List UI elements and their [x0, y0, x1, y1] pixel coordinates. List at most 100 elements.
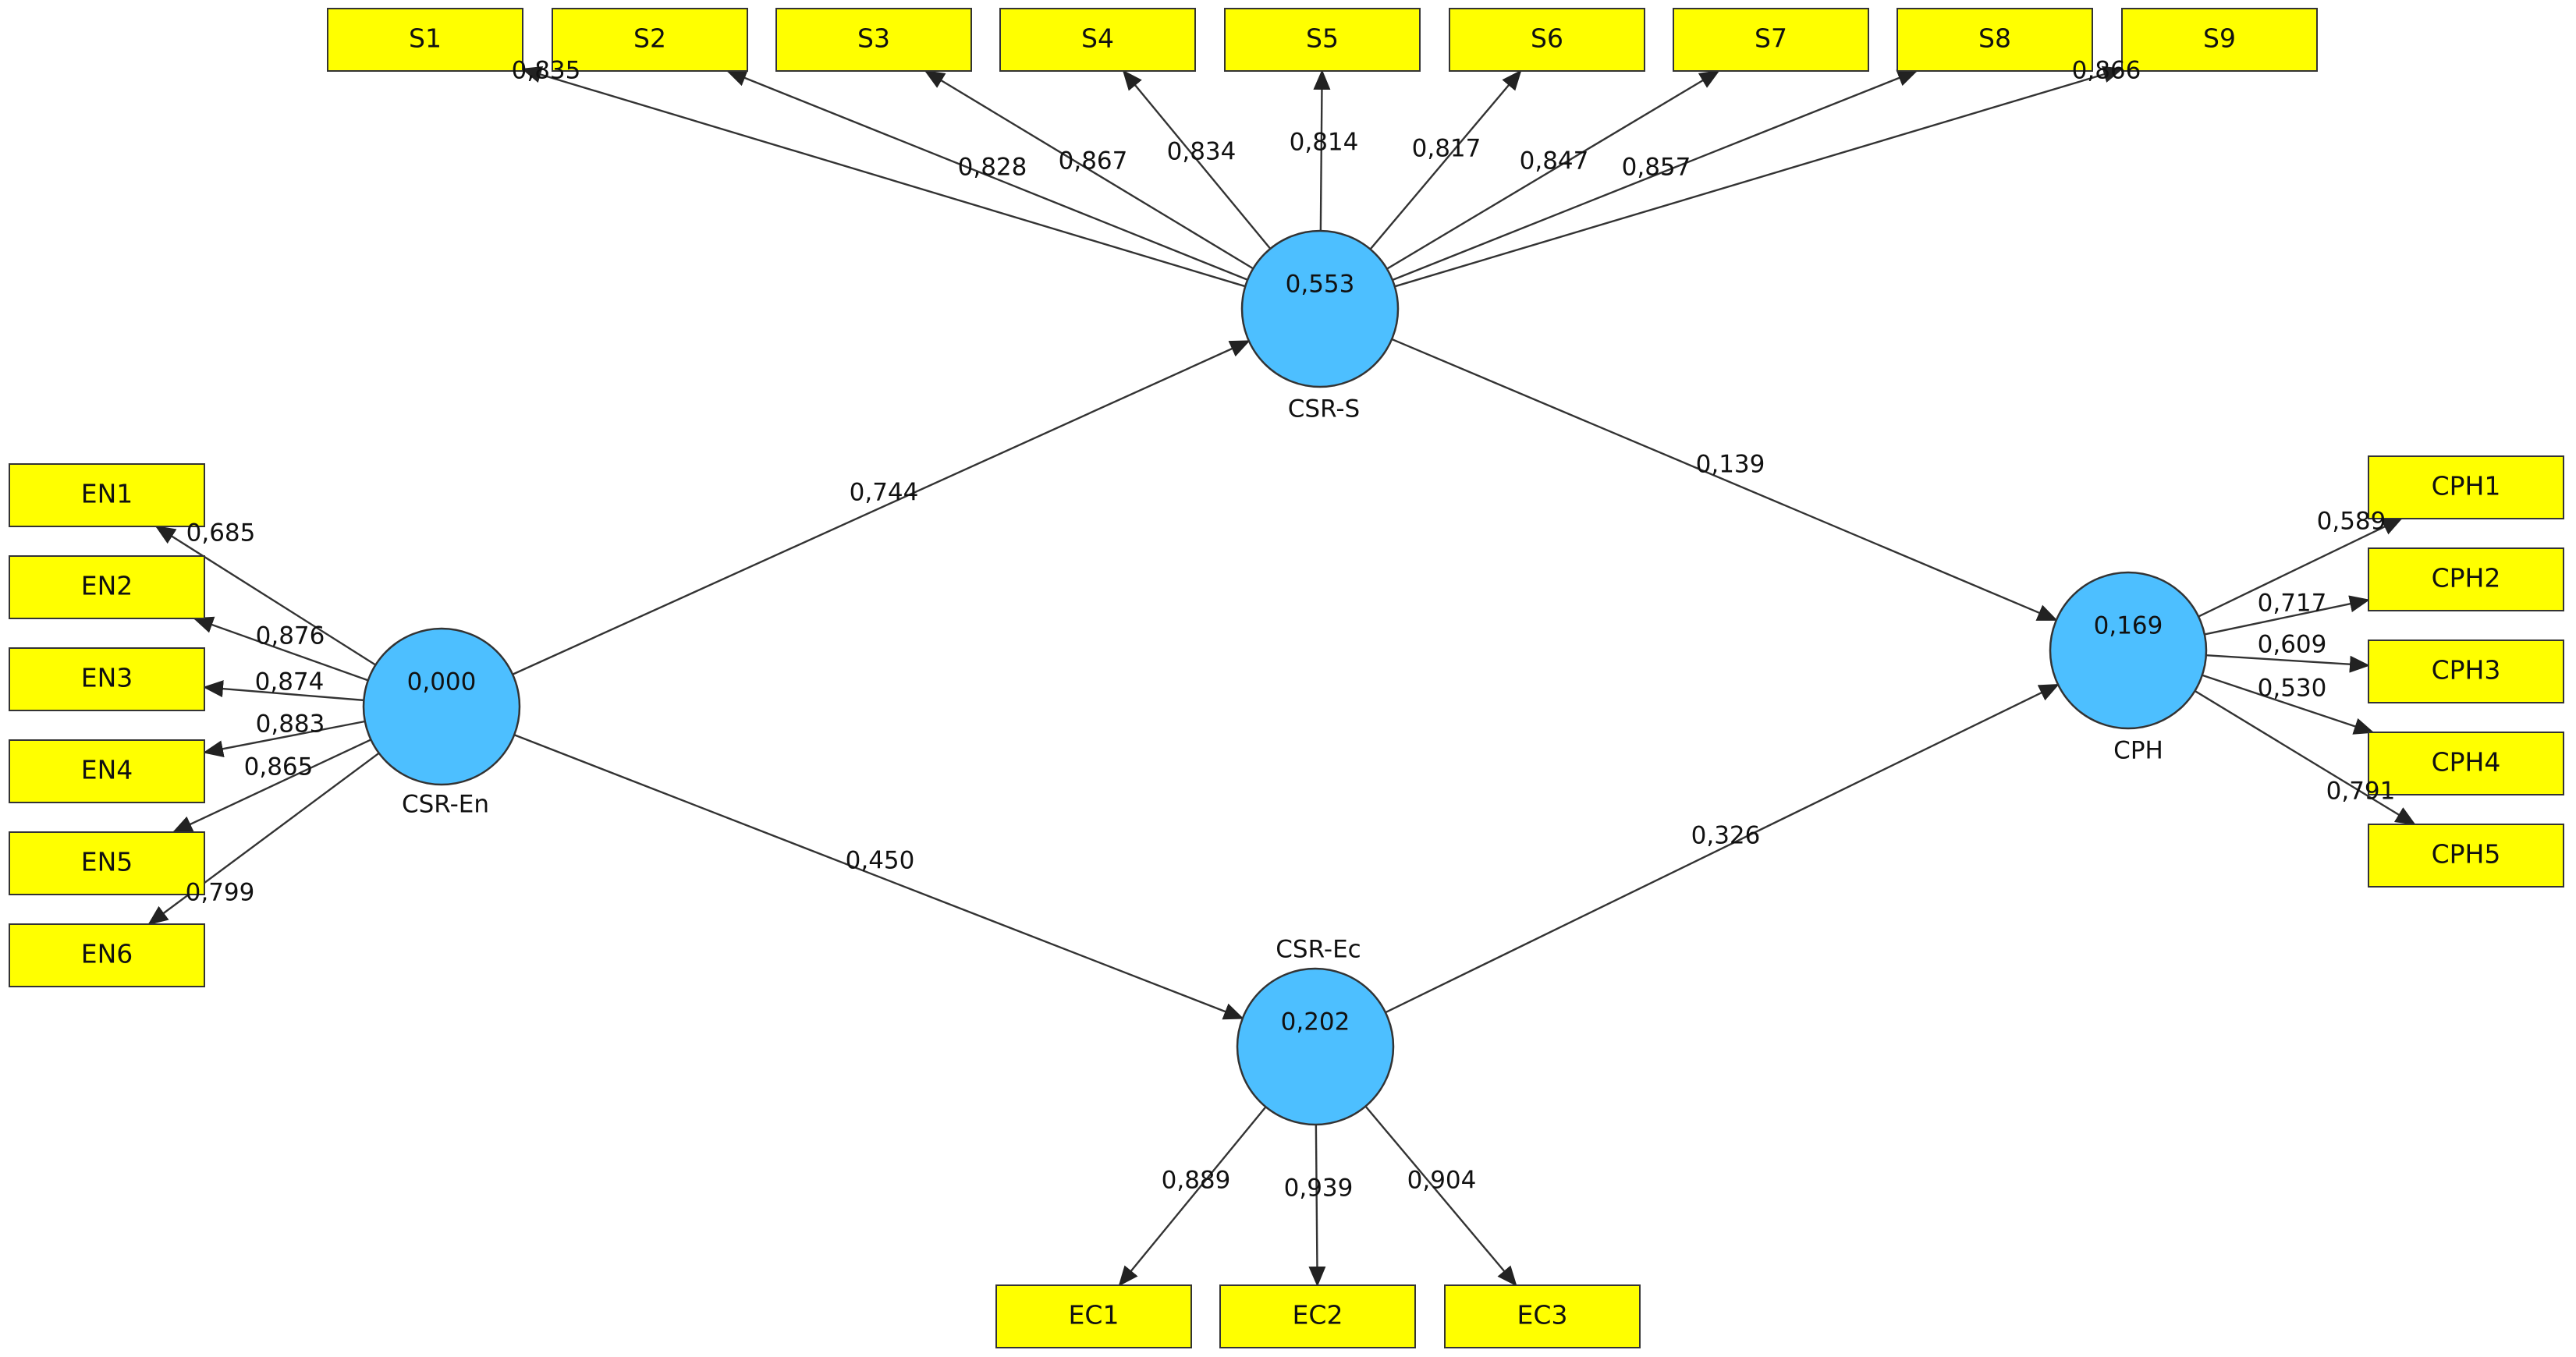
loading-arrow-csr-s-s6 — [1369, 69, 1522, 250]
loading-arrow-csr-en-en1 — [154, 525, 377, 666]
indicator-s2[interactable]: S2 — [552, 8, 748, 72]
indicator-cph3[interactable]: CPH3 — [2368, 640, 2564, 703]
indicator-label: EN2 — [81, 571, 133, 601]
indicator-box — [327, 8, 523, 72]
path-coefficient-csr-ec-cph: 0,326 — [1691, 822, 1761, 850]
indicator-box — [9, 923, 205, 987]
path-arrow-csr-s-cph — [1391, 338, 2058, 622]
indicator-box — [999, 8, 1196, 72]
indicator-cph1[interactable]: CPH1 — [2368, 455, 2564, 519]
loading-label-cph5: 0,791 — [2326, 778, 2396, 806]
indicator-label: EC1 — [1069, 1300, 1119, 1330]
indicator-en5[interactable]: EN5 — [9, 831, 205, 895]
indicator-ec1[interactable]: EC1 — [995, 1284, 1192, 1348]
loading-arrow-csr-s-s9 — [1394, 66, 2124, 288]
construct-name: CSR-Ec — [1276, 936, 1361, 964]
indicator-box — [1224, 8, 1421, 72]
loading-label-en2: 0,876 — [256, 622, 325, 650]
indicator-s1[interactable]: S1 — [327, 8, 523, 72]
indicator-label: S1 — [409, 23, 442, 54]
loading-arrow-csr-s-s8 — [1392, 69, 1918, 282]
indicator-label: S5 — [1306, 23, 1339, 54]
indicator-box — [9, 555, 205, 619]
indicator-label: EN5 — [81, 847, 133, 877]
indicator-box — [2368, 547, 2564, 611]
indicator-en6[interactable]: EN6 — [9, 923, 205, 987]
loading-label-en4: 0,883 — [256, 710, 325, 739]
indicator-label: CPH2 — [2432, 563, 2501, 593]
indicator-ec3[interactable]: EC3 — [1444, 1284, 1641, 1348]
indicator-box — [1449, 8, 1645, 72]
indicator-s3[interactable]: S3 — [775, 8, 972, 72]
indicator-en4[interactable]: EN4 — [9, 739, 205, 803]
indicator-box — [1219, 1284, 1416, 1348]
indicator-label: CPH3 — [2432, 655, 2501, 686]
loading-label-s9: 0,866 — [2072, 57, 2141, 85]
loading-label-s3: 0,867 — [1059, 147, 1128, 175]
loading-arrow-csr-s-s2 — [726, 69, 1248, 281]
indicator-s9[interactable]: S9 — [2121, 8, 2318, 72]
indicator-box — [775, 8, 972, 72]
indicator-en3[interactable]: EN3 — [9, 647, 205, 711]
indicator-en2[interactable]: EN2 — [9, 555, 205, 619]
indicator-s6[interactable]: S6 — [1449, 8, 1645, 72]
indicator-label: CPH4 — [2432, 747, 2501, 778]
loading-label-s7: 0,847 — [1520, 147, 1589, 175]
indicator-cph5[interactable]: CPH5 — [2368, 824, 2564, 888]
loading-label-cph2: 0,717 — [2258, 590, 2327, 618]
indicator-label: S2 — [633, 23, 666, 54]
indicator-label: EC3 — [1517, 1300, 1568, 1330]
indicator-s5[interactable]: S5 — [1224, 8, 1421, 72]
path-arrow-csr-ec-cph — [1385, 683, 2060, 1014]
path-coefficient-csr-en-csr-s: 0,744 — [850, 479, 919, 507]
loading-label-ec2: 0,939 — [1284, 1175, 1354, 1203]
loading-label-s4: 0,834 — [1167, 138, 1237, 166]
indicator-s8[interactable]: S8 — [1897, 8, 2093, 72]
loading-label-en3: 0,874 — [255, 668, 325, 696]
loading-label-s5: 0,814 — [1290, 129, 1359, 157]
indicator-label: S3 — [857, 23, 890, 54]
indicator-box — [2121, 8, 2318, 72]
indicator-label: S8 — [1978, 23, 2011, 54]
path-coefficient-csr-s-cph: 0,139 — [1696, 451, 1765, 479]
indicator-label: S6 — [1531, 23, 1563, 54]
construct-name: CSR-S — [1288, 395, 1360, 423]
indicator-s4[interactable]: S4 — [999, 8, 1196, 72]
indicator-en1[interactable]: EN1 — [9, 463, 205, 527]
indicator-label: EN4 — [81, 755, 133, 785]
indicator-cph4[interactable]: CPH4 — [2368, 732, 2564, 795]
indicator-s7[interactable]: S7 — [1673, 8, 1869, 72]
loading-arrow-csr-en-en4 — [203, 720, 366, 758]
path-arrow-csr-en-csr-ec — [513, 734, 1244, 1020]
loading-arrow-csr-ec-ec2 — [1308, 1124, 1326, 1287]
loading-arrow-csr-s-s5 — [1313, 69, 1331, 232]
loading-arrow-cph-cph2 — [2204, 595, 2370, 636]
indicator-box — [1444, 1284, 1641, 1348]
loading-label-cph4: 0,530 — [2258, 675, 2327, 703]
loading-arrow-csr-s-s1 — [521, 66, 1246, 288]
loading-label-s6: 0,817 — [1412, 135, 1481, 163]
indicator-label: EN6 — [81, 939, 133, 969]
indicator-cph2[interactable]: CPH2 — [2368, 547, 2564, 611]
indicator-box — [2368, 732, 2564, 795]
loading-arrow-csr-s-s4 — [1122, 69, 1272, 250]
loading-arrow-cph-cph4 — [2202, 674, 2375, 735]
indicator-box — [9, 463, 205, 527]
loading-label-s1: 0,835 — [512, 57, 581, 85]
indicator-box — [995, 1284, 1192, 1348]
indicator-label: EN3 — [81, 663, 133, 693]
indicator-ec2[interactable]: EC2 — [1219, 1284, 1416, 1348]
indicator-box — [9, 831, 205, 895]
indicator-box — [2368, 824, 2564, 888]
indicator-box — [2368, 640, 2564, 703]
indicator-label: CPH5 — [2432, 839, 2501, 870]
path-coefficient-csr-en-csr-ec: 0,450 — [846, 847, 915, 875]
loading-label-en5: 0,865 — [244, 753, 314, 781]
indicator-label: S9 — [2203, 23, 2236, 54]
construct-name: CSR-En — [402, 791, 489, 819]
loading-label-en1: 0,685 — [186, 519, 256, 547]
